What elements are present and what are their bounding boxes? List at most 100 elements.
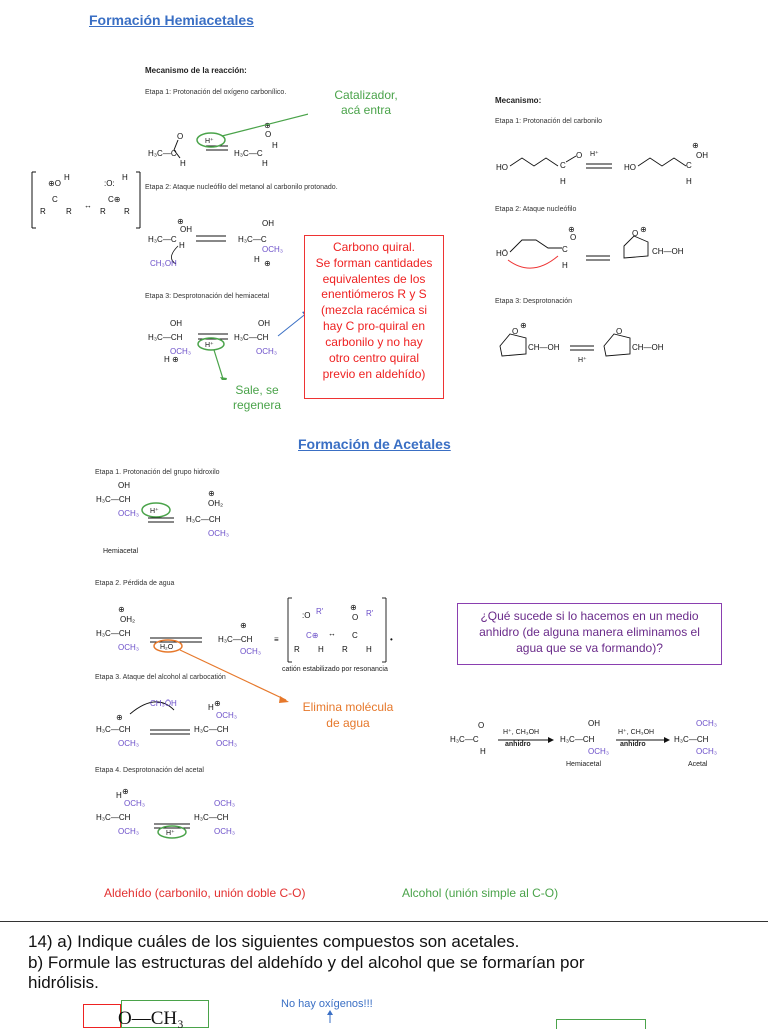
svg-text:H₃C—C: H₃C—C [450, 735, 479, 744]
svg-text:H: H [179, 241, 185, 250]
catalyst-note-line1: Catalizador, [334, 88, 398, 102]
svg-text:H: H [366, 645, 372, 654]
svg-text:OH: OH [696, 151, 708, 160]
svg-text:H₃C—CH: H₃C—CH [218, 635, 253, 644]
svg-text:H₃C—C: H₃C—C [238, 235, 267, 244]
svg-text:R: R [100, 207, 106, 216]
svg-text:R: R [294, 645, 300, 654]
svg-text:⊕: ⊕ [692, 141, 699, 150]
red-highlight-box [83, 1004, 121, 1028]
regenerate-note: Sale, se regenera [222, 383, 292, 413]
svg-text::O:: :O: [104, 179, 115, 188]
acetal-title: Formación de Acetales [298, 436, 451, 452]
svg-text:H: H [116, 791, 122, 800]
svg-text:H⁺: H⁺ [578, 356, 587, 364]
svg-text:H⁺: H⁺ [205, 341, 214, 349]
svg-text:R: R [342, 645, 348, 654]
acetal-mechanism-drawing: OH H₃C—CH OCH₃ H⁺ ⊕ OH₂ H₃C—CH OCH₃ ⊕ OH… [96, 481, 393, 839]
svg-text:⊕: ⊕ [640, 225, 647, 234]
chiral-carbon-box: Carbono quiral. Se forman cantidades equ… [304, 235, 444, 399]
exercise-line-b: b) Formule las estructuras del aldehído … [28, 952, 585, 972]
svg-text:R: R [40, 207, 46, 216]
hemiacetal-right-mechanism-drawing: HO C O H H⁺ HO C OH ⊕ H HÖ C O ⊕ H O ⊕ C… [496, 141, 708, 364]
svg-text:CH—OH: CH—OH [632, 343, 664, 352]
svg-text:H⁺: H⁺ [166, 829, 175, 837]
svg-text:OCH₃: OCH₃ [696, 719, 717, 728]
chiral-box-line9: previo en aldehído) [322, 366, 426, 381]
svg-text:H ⊕: H ⊕ [164, 355, 179, 364]
svg-text:H: H [686, 177, 692, 186]
left-step2-label: Etapa 2: Ataque nucleófilo del metanol a… [145, 184, 338, 191]
regenerate-note-line1: Sale, se [235, 383, 279, 397]
svg-text:H₃C—C: H₃C—C [148, 235, 177, 244]
chiral-box-line3: equivalentes de los [322, 271, 426, 286]
svg-text:⊕: ⊕ [240, 621, 247, 630]
acetal-step1-label: Etapa 1. Protonación del grupo hidroxilo [95, 469, 220, 476]
svg-text::O: :O [302, 611, 310, 620]
svg-text:H₃C—CH: H₃C—CH [96, 725, 131, 734]
question-box-line1: ¿Qué sucede si lo hacemos en un medio [480, 609, 699, 623]
chiral-box-line2: Se forman cantidades [315, 255, 433, 270]
left-step1-label: Etapa 1: Protonación del oxígeno carboní… [145, 89, 287, 96]
svg-text:⊕: ⊕ [214, 699, 221, 708]
svg-text:O: O [616, 327, 622, 336]
svg-text:⊕O: ⊕O [48, 179, 61, 188]
svg-text:O: O [570, 233, 576, 242]
svg-text:OCH₃: OCH₃ [118, 643, 139, 652]
water-elimination-note: Elimina molécula de agua [292, 700, 404, 731]
svg-text:H: H [64, 173, 70, 182]
svg-text:OH: OH [588, 719, 600, 728]
svg-text:H: H [272, 141, 278, 150]
exercise-14: 14) a) Indique cuáles de los siguientes … [28, 932, 763, 994]
chiral-box-line6: hay C pro-quiral en [322, 319, 426, 334]
svg-text:⊕: ⊕ [350, 603, 357, 612]
svg-text:H₃C—CH: H₃C—CH [96, 813, 131, 822]
legend-aldehyde: Aldehído (carbonilo, unión doble C-O) [104, 886, 306, 900]
chiral-box-line4: enentiómeros R y S [321, 287, 427, 302]
svg-text:H₃C—CH: H₃C—CH [96, 495, 131, 504]
exercise-line-a: 14) a) Indique cuáles de los siguientes … [28, 932, 520, 951]
svg-text:C: C [560, 161, 566, 170]
svg-text:H: H [318, 645, 324, 654]
no-oxygen-note: No hay oxígenos!!! [281, 998, 373, 1010]
chiral-box-line7: carbonilo y no hay [325, 334, 423, 349]
svg-text:O: O [478, 721, 484, 730]
svg-text:OCH₃: OCH₃ [240, 647, 261, 656]
svg-text:OH: OH [258, 319, 270, 328]
summary-reagent-2: H⁺, CH₃OH [618, 729, 655, 736]
svg-text:H₃C—CH: H₃C—CH [194, 725, 229, 734]
svg-text:H₃C—CH: H₃C—CH [234, 333, 269, 342]
right-mechanism-heading: Mecanismo: [495, 96, 542, 105]
chiral-box-line8: otro centro quiral [328, 350, 420, 365]
svg-text:H: H [180, 159, 186, 168]
exercise-line-c: hidrólisis. [28, 973, 99, 993]
right-step1-label: Etapa 1: Protonación del carbonilo [495, 118, 603, 125]
water-note-line1: Elimina molécula [302, 700, 394, 714]
svg-text:⊕: ⊕ [122, 787, 129, 796]
svg-text:R: R [66, 207, 72, 216]
svg-text:C: C [52, 195, 58, 204]
no-oxygen-arrow-icon [327, 1010, 333, 1023]
resonance-label: catión estabilizado por resonancia [282, 666, 388, 673]
svg-text:O: O [576, 151, 582, 160]
svg-text:OCH₃: OCH₃ [214, 827, 235, 836]
right-step3-label: Etapa 3: Desprotonación [495, 298, 573, 305]
svg-text:OCH₃: OCH₃ [214, 799, 235, 808]
svg-text:O: O [265, 130, 271, 139]
svg-text:OCH₃: OCH₃ [118, 827, 139, 836]
svg-text:C⊕: C⊕ [306, 631, 318, 640]
svg-text:H: H [254, 255, 260, 264]
summary-condition-1: anhidro [505, 741, 531, 748]
svg-text:OCH₃: OCH₃ [208, 529, 229, 538]
green-box-right [556, 1019, 646, 1029]
svg-text:H₂O: H₂O [160, 644, 174, 651]
catalyst-note: Catalizador, acá entra [326, 88, 406, 118]
svg-text:C: C [562, 245, 568, 254]
acetal-step4-label: Etapa 4. Desprotonación del acetal [95, 767, 204, 774]
question-box-line2: anhidro (de alguna manera eliminamos el [479, 625, 700, 640]
svg-text:CH—OH: CH—OH [652, 247, 684, 256]
svg-text:H: H [262, 159, 268, 168]
svg-text:OCH₃: OCH₃ [588, 747, 609, 756]
svg-text:⊕: ⊕ [520, 321, 527, 330]
svg-text:R: R [124, 207, 130, 216]
